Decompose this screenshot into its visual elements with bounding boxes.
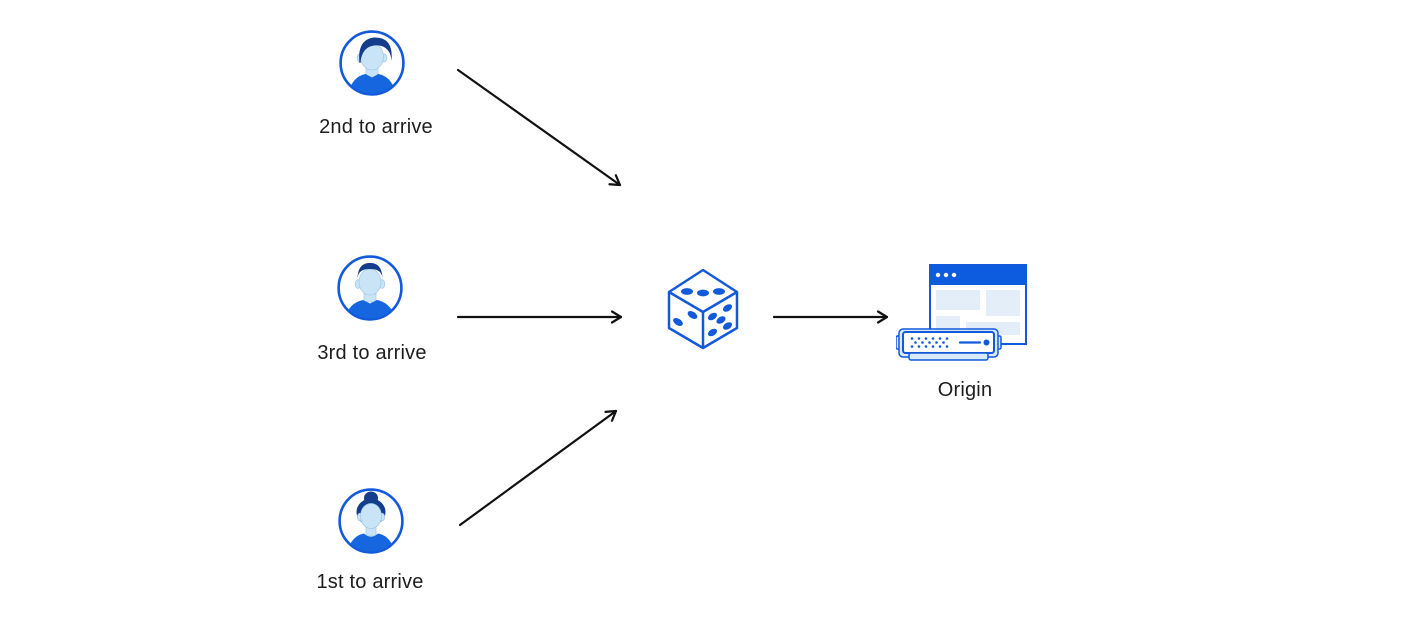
shirt bbox=[344, 300, 396, 319]
avatar-man-short-hair-icon bbox=[337, 255, 403, 321]
dice-pips-left bbox=[673, 311, 698, 326]
avatar-woman-bun-icon bbox=[338, 488, 404, 554]
face bbox=[360, 503, 382, 529]
page-content-blocks bbox=[936, 290, 1020, 335]
avatar-circle bbox=[339, 30, 405, 96]
dice-pips-right bbox=[707, 304, 733, 337]
face bbox=[358, 268, 382, 296]
user-label: 3rd to arrive bbox=[317, 342, 427, 364]
hair bbox=[357, 263, 383, 280]
dice-edges bbox=[668, 290, 738, 348]
arrow-user-2nd-to-dice bbox=[456, 68, 622, 187]
user-label: 2nd to arrive bbox=[319, 116, 433, 138]
server-led bbox=[983, 339, 990, 346]
avatar-circle bbox=[337, 255, 403, 321]
dice-pips-top bbox=[681, 288, 725, 297]
window-dots bbox=[935, 272, 957, 278]
avatar-man-swoop-hair-icon bbox=[339, 30, 405, 96]
shirt bbox=[348, 74, 396, 94]
origin-server-icon bbox=[896, 264, 1027, 361]
server-vent-dots bbox=[910, 337, 949, 348]
dice-icon bbox=[667, 268, 739, 350]
server-appliance bbox=[896, 328, 1002, 361]
avatar-circle bbox=[338, 488, 404, 554]
shirt bbox=[347, 533, 395, 552]
arrow-user-1st-to-dice bbox=[458, 409, 618, 527]
user-label: 1st to arrive bbox=[316, 571, 424, 593]
server-base bbox=[908, 352, 989, 361]
hair bbox=[359, 37, 392, 63]
origin-label: Origin bbox=[937, 379, 993, 401]
browser-titlebar bbox=[930, 265, 1026, 285]
